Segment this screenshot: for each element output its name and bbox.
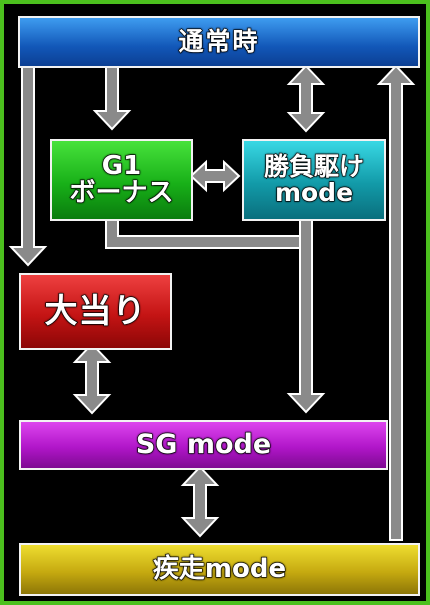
arrow-normal-to-jackpot: [8, 59, 48, 267]
node-jackpot: 大当り: [19, 273, 172, 350]
node-g1-bonus: G1 ボーナス: [50, 139, 193, 221]
node-jackpot-label: 大当り: [44, 291, 147, 331]
connector-arrows: [8, 59, 416, 541]
arrow-jackpot-sg: [72, 342, 112, 415]
node-battle-label-line1: 勝負駆け: [263, 151, 364, 181]
node-dash-label: 疾走mode: [152, 553, 287, 584]
node-g1-label-line1: G1: [101, 150, 142, 181]
node-battle-mode: 勝負駆け mode: [242, 139, 386, 221]
node-normal-label: 通常時: [178, 26, 260, 56]
arrow-normal-battle: [286, 64, 326, 133]
node-g1-label-line2: ボーナス: [69, 178, 174, 208]
node-sg-label: SG mode: [135, 428, 272, 460]
arrow-dash-to-normal: [376, 64, 416, 541]
node-sg-mode: SG mode: [19, 420, 388, 470]
arrow-battle-to-sg: [286, 216, 326, 414]
node-dash-mode: 疾走mode: [19, 543, 420, 596]
arrow-normal-to-g1: [92, 59, 132, 131]
node-normal: 通常時: [18, 16, 420, 68]
arrow-g1-to-sg: [105, 216, 301, 249]
arrow-sg-dash: [180, 465, 220, 538]
node-battle-label-line2: mode: [274, 178, 354, 207]
arrow-g1-battle: [189, 159, 241, 193]
